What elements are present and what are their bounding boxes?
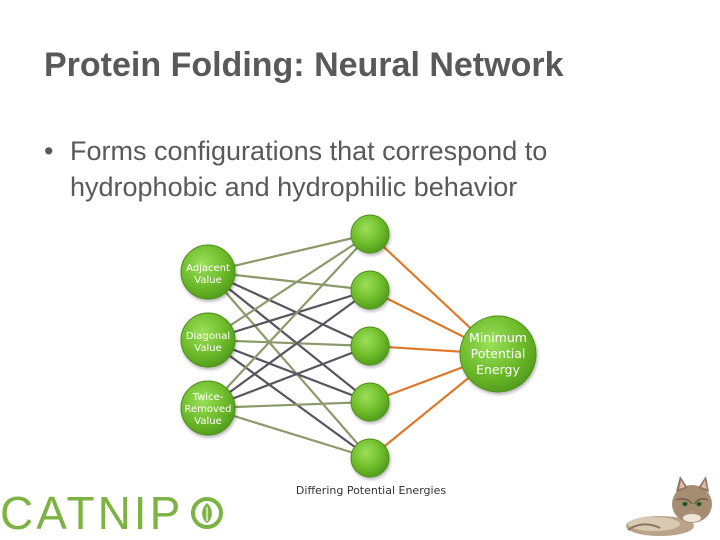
input-node-diagonal: Diagonal Value — [180, 312, 236, 368]
output-label-line: Energy — [476, 362, 520, 377]
hidden-layer — [350, 214, 390, 478]
output-node: Minimum Potential Energy — [459, 315, 537, 393]
input-hidden-edge — [207, 289, 371, 409]
input-node-twice-removed: Twice- Removed Value — [180, 380, 236, 436]
bullet-dot: • — [44, 136, 54, 166]
hidden-node — [350, 270, 390, 310]
input-hidden-edge — [207, 233, 371, 341]
leaf-circle-icon — [191, 497, 224, 529]
input-label-line: Diagonal — [186, 331, 230, 342]
output-label-line: Potential — [471, 346, 526, 361]
input-label-line: Value — [194, 416, 221, 427]
slide-title: Protein Folding: Neural Network — [44, 46, 564, 84]
input-label-line: Value — [194, 275, 221, 286]
input-label-line: Twice- — [192, 392, 224, 403]
input-node-adjacent: Adjacent Value — [180, 244, 236, 300]
input-hidden-edge — [207, 233, 371, 409]
bullet-text: Forms configurations that correspond to … — [70, 136, 548, 202]
input-hidden-edge — [207, 288, 371, 342]
output-label-line: Minimum — [469, 330, 527, 345]
hidden-node — [350, 382, 390, 422]
bullet-list: • Forms configurations that correspond t… — [44, 133, 684, 205]
input-hidden-edge — [207, 270, 371, 348]
input-hidden-edge — [207, 339, 371, 459]
input-hidden-edge — [207, 271, 371, 459]
cat-icon — [626, 476, 712, 536]
input-hidden-edge — [207, 338, 371, 404]
brand-wordmark: CATNIP — [0, 487, 184, 539]
input-label-line: Removed — [185, 404, 232, 415]
brand-footer: CATNIP — [0, 488, 225, 538]
hidden-node — [350, 214, 390, 254]
hidden-layer-caption: Differing Potential Energies — [296, 484, 446, 497]
input-hidden-edge — [207, 344, 371, 410]
bullet-item: • Forms configurations that correspond t… — [44, 133, 684, 205]
input-hidden-edge — [207, 232, 371, 274]
input-label-line: Adjacent — [186, 263, 230, 274]
input-label-line: Value — [194, 343, 221, 354]
hidden-node — [350, 326, 390, 366]
input-hidden-edge — [207, 271, 371, 403]
connection-edges — [207, 232, 499, 460]
input-hidden-edge — [207, 406, 371, 460]
network-nodes: Adjacent Value Diagonal Value Twice- Rem… — [180, 214, 537, 478]
hidden-node — [350, 438, 390, 478]
